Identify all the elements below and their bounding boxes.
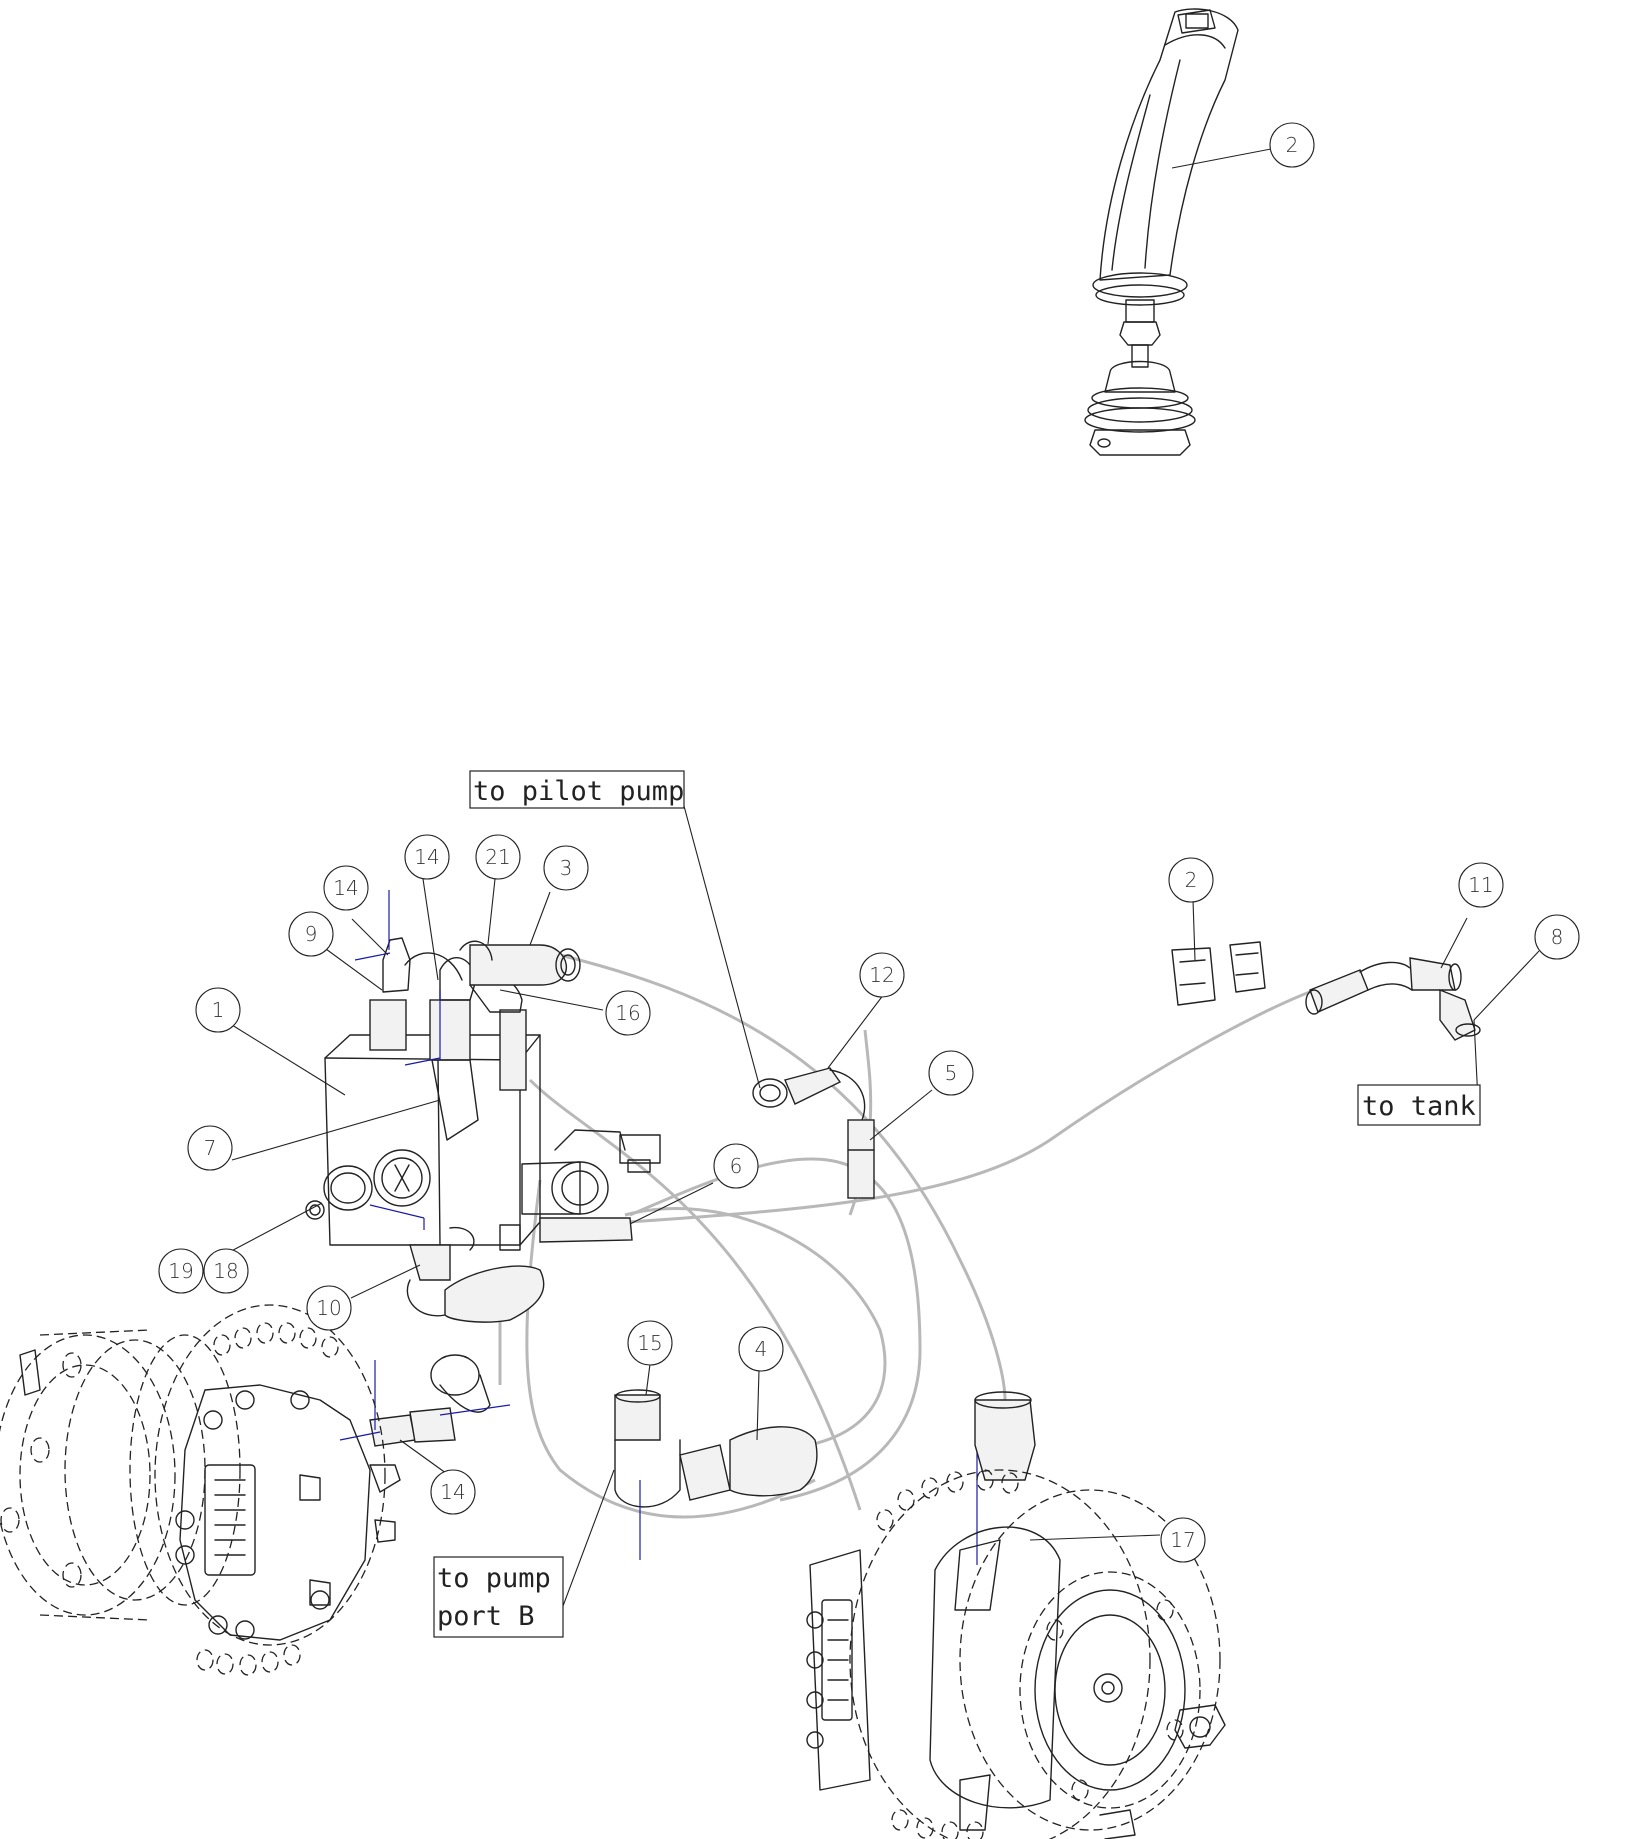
svg-text:21: 21 [485,845,510,869]
svg-text:5: 5 [945,1061,958,1085]
svg-text:14: 14 [333,876,358,900]
svg-text:16: 16 [615,1001,640,1025]
svg-text:18: 18 [213,1259,238,1283]
balloon-17: 17 [1160,1517,1206,1563]
balloon-16: 16 [605,990,651,1036]
svg-text:1: 1 [212,998,225,1022]
svg-text:9: 9 [305,922,318,946]
svg-text:to pilot pump: to pilot pump [473,776,684,807]
balloon-3: 3 [543,845,589,891]
balloon-7: 7 [187,1125,233,1171]
balloon-14-lower: 14 [430,1469,476,1515]
svg-text:6: 6 [730,1154,743,1178]
fitting-11-8 [1305,957,1481,1041]
balloon-10: 10 [306,1285,352,1331]
fitting-12-5 [752,1067,875,1199]
left-wheel-motor [0,1304,401,1676]
joystick-part [1084,8,1239,456]
svg-text:11: 11 [1468,873,1493,897]
note-to-pump-port-b: to pump port B [433,1556,564,1638]
svg-text:7: 7 [204,1136,217,1160]
svg-text:to tank: to tank [1362,1091,1476,1122]
svg-text:15: 15 [637,1331,662,1355]
balloon-14-upper-left: 14 [323,865,369,911]
svg-text:10: 10 [316,1296,341,1320]
svg-text:12: 12 [869,963,894,987]
balloon-4: 4 [738,1326,784,1372]
balloon-12: 12 [859,952,905,998]
svg-text:3: 3 [560,856,573,880]
svg-text:2: 2 [1286,133,1299,157]
svg-text:to pump: to pump [437,1563,551,1594]
right-wheel-motor [806,1391,1226,1839]
note-to-pilot-pump: to pilot pump [469,770,685,809]
note-to-tank: to tank [1357,1084,1481,1126]
leader-lines [219,148,1540,1607]
balloon-19: 19 [158,1248,204,1294]
balloon-8: 8 [1534,914,1580,960]
balloon-2-connector: 2 [1168,857,1214,903]
svg-text:14: 14 [414,845,439,869]
svg-text:14: 14 [440,1480,465,1504]
balloon-21: 21 [475,834,521,880]
fitting-14-lower [339,1354,511,1447]
balloon-15: 15 [627,1320,673,1366]
svg-text:8: 8 [1551,925,1564,949]
balloon-6: 6 [713,1143,759,1189]
valve-block [305,937,661,1323]
svg-text:4: 4 [755,1337,768,1361]
balloon-2-joystick: 2 [1269,122,1315,168]
fitting-15-4 [614,1389,818,1560]
svg-text:19: 19 [168,1259,193,1283]
svg-text:port B: port B [437,1601,535,1632]
balloon-14-upper: 14 [404,834,450,880]
balloon-9: 9 [288,911,334,957]
electrical-connector [1171,941,1266,1006]
balloon-11: 11 [1458,862,1504,908]
svg-text:17: 17 [1170,1528,1195,1552]
balloon-1: 1 [195,987,241,1033]
svg-text:2: 2 [1185,868,1198,892]
balloon-5: 5 [928,1050,974,1096]
balloon-18: 18 [203,1248,249,1294]
